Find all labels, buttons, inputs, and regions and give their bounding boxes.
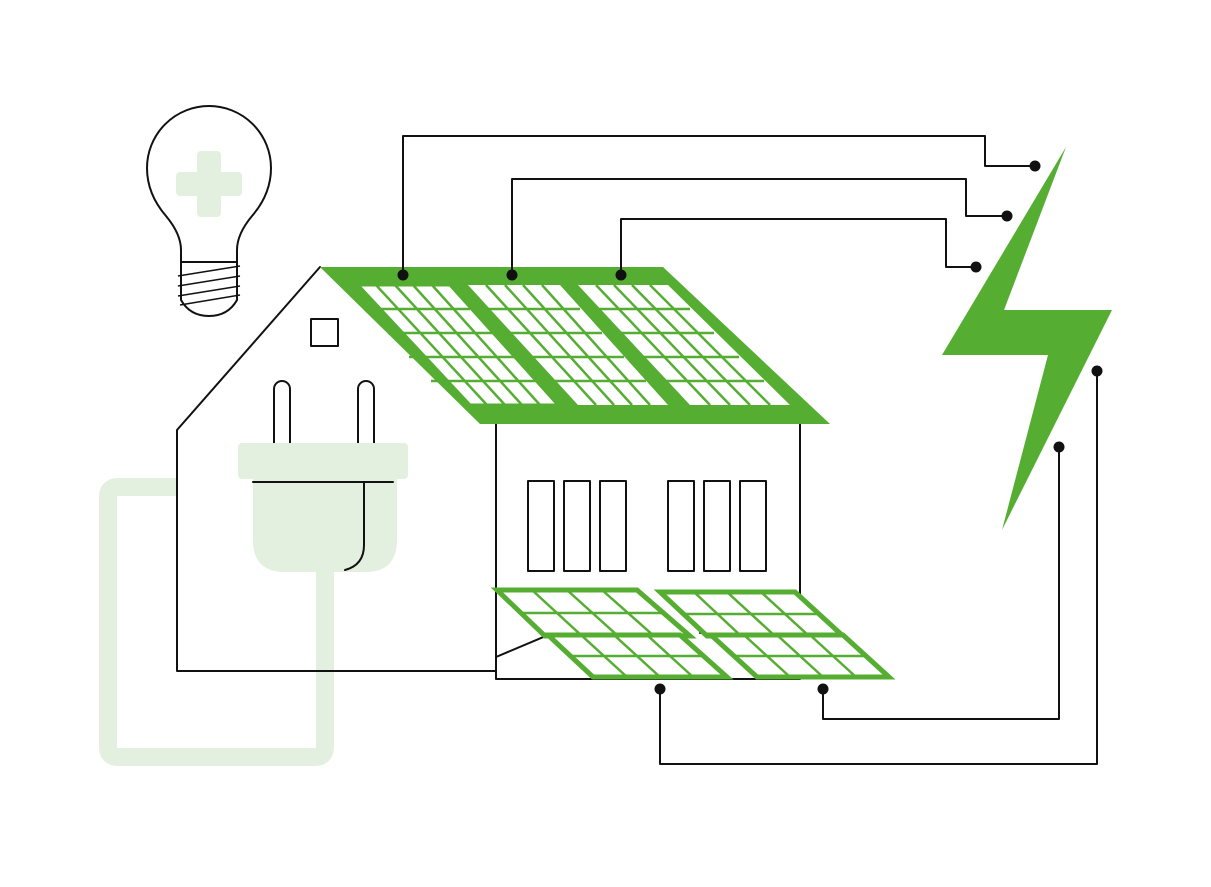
lightning-bolt-icon — [942, 147, 1112, 530]
wire-2 — [511, 178, 1008, 275]
wire-4 — [822, 446, 1060, 720]
connection-dot — [1029, 160, 1041, 172]
ground-solar-panel — [541, 632, 734, 680]
roof-solar-array — [320, 267, 830, 424]
wire-5 — [659, 370, 1098, 765]
plug-prong-left — [273, 380, 291, 444]
connection-dot — [970, 261, 982, 273]
roof-solar-panel-3 — [578, 285, 790, 405]
plug-body — [253, 479, 397, 572]
power-cord — [99, 478, 334, 766]
window — [527, 480, 555, 572]
ground-solar-panel — [490, 587, 697, 639]
connection-dot — [654, 683, 666, 695]
house-outline — [176, 266, 497, 672]
wire-1 — [402, 135, 1036, 275]
roof-solar-panel-2 — [468, 285, 668, 405]
connection-dots — [397, 160, 1103, 695]
window — [599, 480, 627, 572]
connection-dot — [1053, 441, 1065, 453]
lightbulb-icon — [146, 105, 272, 317]
window — [703, 480, 731, 572]
windows-right — [667, 480, 767, 572]
connection-dot — [506, 269, 518, 281]
windows-left — [527, 480, 627, 572]
connection-dot — [615, 269, 627, 281]
plug-head — [238, 443, 408, 479]
ground-solar-panels — [490, 587, 896, 680]
window — [667, 480, 695, 572]
plus-icon — [176, 151, 242, 217]
connection-dot — [1001, 210, 1013, 222]
connection-dot — [817, 683, 829, 695]
wire-3 — [620, 218, 977, 275]
window — [563, 480, 591, 572]
attic-window — [310, 318, 339, 347]
wires — [402, 135, 1098, 765]
ground-solar-panel — [704, 632, 896, 680]
connection-dot — [1091, 365, 1103, 377]
ground-solar-panel — [653, 589, 850, 639]
plug-prong-right — [357, 380, 375, 444]
roof-solar-panel-1 — [354, 283, 562, 407]
window — [739, 480, 767, 572]
power-plug-icon — [238, 380, 408, 572]
connection-dot — [397, 269, 409, 281]
